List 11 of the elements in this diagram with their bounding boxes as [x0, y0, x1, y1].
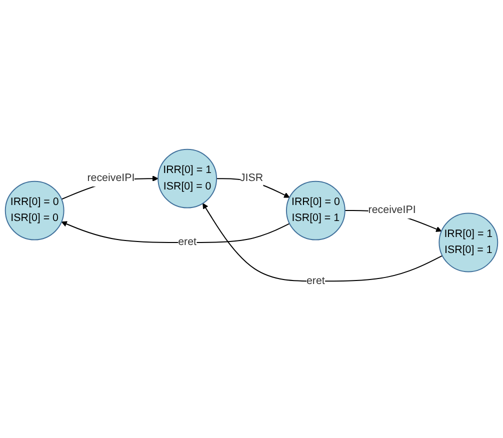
node-circle: IRR[0] = 0 ISR[0] = 1 — [286, 180, 346, 240]
arrow — [216, 178, 290, 198]
node-circle: IRR[0] = 1 ISR[0] = 1 — [438, 212, 498, 272]
edge-label: eret — [306, 274, 325, 286]
node-circle: IRR[0] = 1 ISR[0] = 0 — [158, 148, 218, 208]
edge-label: eret — [178, 236, 197, 248]
edge-label: JISR — [240, 172, 264, 184]
edge-label: receiveIPI — [368, 204, 416, 216]
node-circle: IRR[0] = 0 ISR[0] = 0 — [4, 180, 64, 240]
arrow — [61, 220, 290, 243]
edge-label: receiveIPI — [87, 172, 135, 184]
